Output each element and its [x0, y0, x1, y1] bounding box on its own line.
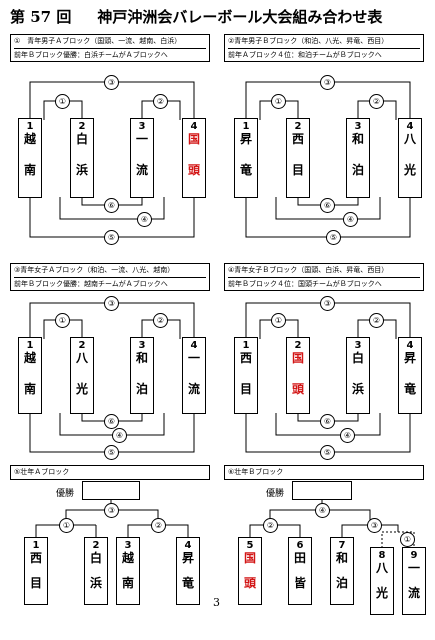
match-number: ③ — [320, 296, 335, 311]
page-title: 第 57 回 神戸沖洲会バレーボール大会組み合わせ表 — [10, 6, 382, 27]
champion-label-a: 優勝 — [56, 489, 75, 499]
section-header-6: ⑥壮年Ｂブロック — [224, 465, 424, 480]
section-header-4: ④青年女子Ｂブロック（国頭、白浜、昇竜、西目） 前年Ｂブロック４位：国頭チームが… — [224, 263, 424, 291]
match-number: ① — [59, 518, 74, 533]
section-header-2-line1: ②青年男子Ｂブロック（和泊、八光、昇竜、西目） — [228, 35, 420, 49]
match-number: ② — [369, 313, 384, 328]
match-number: ② — [153, 94, 168, 109]
match-number: ① — [55, 313, 70, 328]
section-header-1-line2: 前年Ｂブロック優勝：白浜チームがＡブロックへ — [14, 51, 168, 59]
section-header-3-line1: ③青年女子Ａブロック（和泊、一流、八光、越南） — [14, 264, 206, 278]
match-number: ⑥ — [104, 414, 119, 429]
match-number: ① — [271, 94, 286, 109]
page-number: 3 — [213, 596, 220, 609]
section-header-1-line1: ① 青年男子Ａブロック（国頭、一流、越南、白浜） — [14, 35, 206, 49]
title-right: 神戸沖洲会バレーボール大会組み合わせ表 — [97, 8, 383, 26]
match-number: ② — [151, 518, 166, 533]
match-number: ③ — [320, 75, 335, 90]
section-header-3: ③青年女子Ａブロック（和泊、一流、八光、越南） 前年Ｂブロック優勝：越南チームが… — [10, 263, 210, 291]
match-number: ⑥ — [104, 198, 119, 213]
match-number: ⑥ — [320, 198, 335, 213]
match-number: ⑥ — [320, 414, 335, 429]
section-header-3-line2: 前年Ｂブロック優勝：越南チームがＡブロックへ — [14, 280, 168, 288]
section-header-6-line1: ⑥壮年Ｂブロック — [228, 468, 284, 476]
match-number: ① — [55, 94, 70, 109]
match-number: ③ — [367, 518, 382, 533]
match-number: ④ — [137, 212, 152, 227]
match-number: ③ — [104, 503, 119, 518]
section-header-1: ① 青年男子Ａブロック（国頭、一流、越南、白浜） 前年Ｂブロック優勝：白浜チーム… — [10, 34, 210, 62]
champion-box-b — [292, 481, 352, 500]
section-header-4-line1: ④青年女子Ｂブロック（国頭、白浜、昇竜、西目） — [228, 264, 420, 278]
title-left: 第 57 回 — [10, 8, 72, 26]
match-number: ④ — [343, 212, 358, 227]
section-header-5: ⑤壮年Ａブロック — [10, 465, 210, 480]
match-number: ⑤ — [104, 230, 119, 245]
section-header-2-line2: 前年Ａブロック４位：和泊チームがＢブロックへ — [228, 51, 382, 59]
champion-label-b: 優勝 — [266, 489, 285, 499]
match-number: ⑤ — [104, 445, 119, 460]
match-number: ① — [400, 532, 415, 547]
match-number: ② — [153, 313, 168, 328]
section-header-2: ②青年男子Ｂブロック（和泊、八光、昇竜、西目） 前年Ａブロック４位：和泊チームが… — [224, 34, 424, 62]
match-number: ④ — [112, 428, 127, 443]
match-number: ⑤ — [326, 230, 341, 245]
match-number: ③ — [104, 296, 119, 311]
match-number: ⑤ — [320, 445, 335, 460]
section-header-4-line2: 前年Ｂブロック４位：国頭チームがＢブロックへ — [228, 280, 382, 288]
match-number: ② — [369, 94, 384, 109]
match-number: ③ — [104, 75, 119, 90]
champion-box-a — [82, 481, 140, 500]
match-number: ① — [271, 313, 286, 328]
match-number: ② — [263, 518, 278, 533]
match-number: ④ — [315, 503, 330, 518]
match-number: ④ — [340, 428, 355, 443]
section-header-5-line1: ⑤壮年Ａブロック — [14, 468, 70, 476]
